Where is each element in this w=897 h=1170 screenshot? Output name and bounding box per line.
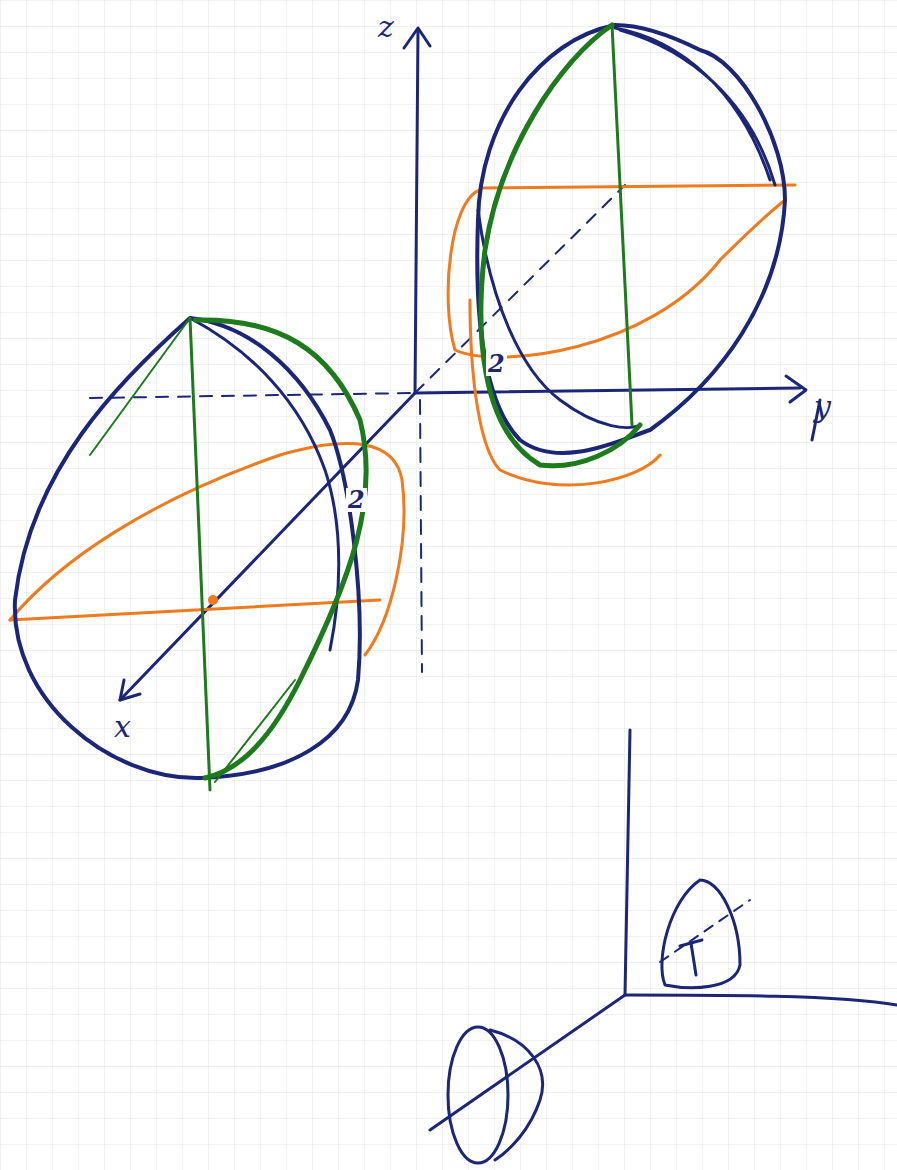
axes (90, 28, 820, 700)
right-solid (448, 25, 795, 485)
small-sketch (430, 730, 897, 1163)
left-solid (10, 318, 404, 790)
axis-label: z (376, 12, 396, 42)
value-label: 2 (346, 488, 367, 512)
axis-label: y (812, 392, 833, 422)
axis-label: x (112, 712, 133, 742)
value-label: 2 (486, 352, 507, 376)
